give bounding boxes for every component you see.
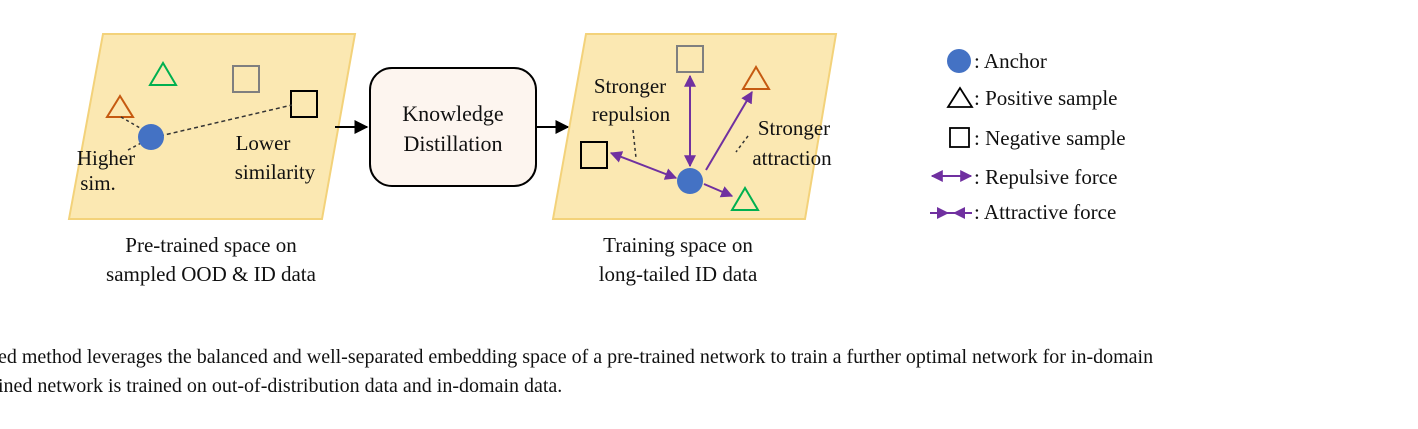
caption-line-1: ed method leverages the balanced and wel…	[0, 346, 1154, 368]
left-panel-caption-line1: Pre-trained space on	[125, 233, 297, 257]
positive-sample-green-icon	[730, 186, 760, 211]
lower-similarity-line	[159, 104, 293, 137]
positive-sample-green-icon	[148, 61, 178, 86]
kd-box-shape	[369, 67, 537, 187]
right-panel-caption-line1: Training space on	[603, 233, 753, 257]
right-panel-caption-line2: long-tailed ID data	[599, 262, 758, 286]
label-sim: sim.	[80, 171, 116, 195]
negative-sample-gray-icon	[232, 65, 260, 93]
legend-anchor-icon	[947, 49, 971, 73]
legend-repulsive-label: : Repulsive force	[974, 165, 1117, 189]
knowledge-distillation-box: Knowledge Distillation	[369, 67, 537, 187]
kd-line2: Distillation	[404, 131, 503, 156]
label-lower: Lower	[236, 131, 291, 155]
negative-sample-black-icon	[580, 141, 608, 169]
left-panel-caption-line2: sampled OOD & ID data	[106, 262, 317, 286]
label-stronger-repulsion-1: Stronger	[594, 74, 666, 98]
legend-anchor-label: : Anchor	[974, 49, 1047, 73]
anchor-icon	[138, 124, 164, 150]
left-panel-parallelogram	[67, 33, 357, 220]
positive-sample-orange-icon	[105, 94, 135, 118]
legend-negative-label: : Negative sample	[974, 126, 1126, 150]
label-stronger-attraction-1: Stronger	[758, 116, 830, 140]
legend-positive-icon	[946, 86, 974, 108]
caption-line-2: ined network is trained on out-of-distri…	[0, 375, 563, 397]
negative-sample-gray-icon	[676, 45, 704, 73]
repulsion-label-pointer	[632, 129, 637, 159]
label-similarity: similarity	[235, 160, 316, 184]
attractive-force-down-right	[703, 183, 734, 198]
legend-attractive-icon	[930, 207, 972, 219]
pretrained-space-panel: Higher sim. Lower similarity Pre-trained…	[67, 33, 357, 286]
figure-caption: ed method leverages the balanced and wel…	[0, 343, 1418, 401]
attractive-force-up-right	[705, 90, 753, 171]
legend-attractive-label: : Attractive force	[974, 200, 1116, 224]
legend: : Anchor : Positive sample : Negative sa…	[930, 49, 1126, 224]
label-attraction: attraction	[752, 146, 832, 170]
repulsive-force-left	[609, 151, 678, 180]
label-repulsion: repulsion	[592, 102, 671, 126]
legend-negative-icon	[949, 127, 970, 148]
positive-sample-orange-icon	[741, 65, 771, 90]
training-space-panel: Stronger repulsion Stronger attraction T…	[551, 33, 838, 286]
negative-sample-black-icon	[290, 90, 318, 118]
anchor-icon	[677, 168, 703, 194]
legend-positive-label: : Positive sample	[974, 86, 1118, 110]
kd-line1: Knowledge	[402, 101, 503, 126]
label-higher: Higher	[77, 146, 135, 170]
